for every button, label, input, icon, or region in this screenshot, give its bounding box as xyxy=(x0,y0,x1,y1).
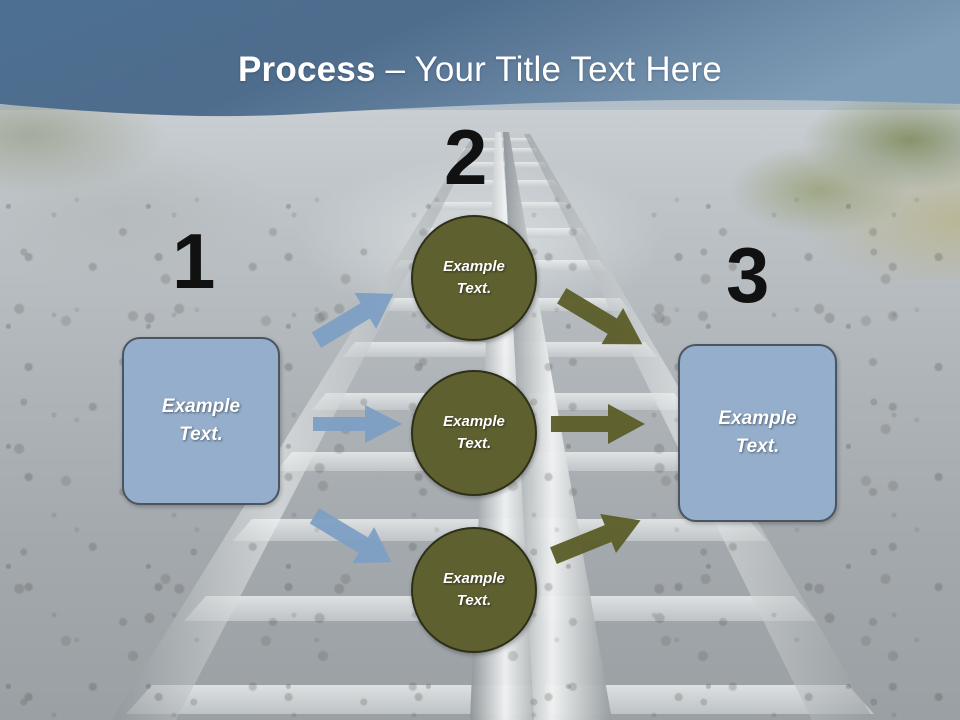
step-2-circle-top[interactable]: Example Text. xyxy=(411,215,537,341)
step-2-circle-middle-label-line2: Text. xyxy=(456,435,492,452)
step-2-circle-bottom-label-line2: Text. xyxy=(456,592,492,609)
slide-title: Process – Your Title Text Here xyxy=(0,50,960,90)
slide-title-rest: – Your Title Text Here xyxy=(375,50,722,89)
step-1-box-label-line2: Text. xyxy=(179,424,223,445)
header-banner: Process – Your Title Text Here xyxy=(0,0,960,140)
step-2-circle-bottom-label-line1: Example xyxy=(443,570,505,587)
arrow-blue-right xyxy=(310,400,405,448)
step-2-circle-bottom[interactable]: Example Text. xyxy=(411,527,537,653)
step-1-box-label-line1: Example xyxy=(161,396,241,417)
step-3-box[interactable]: Example Text. xyxy=(678,344,837,522)
step-2-circle-top-label: Example Text. xyxy=(443,256,505,300)
step-2-circle-top-label-line2: Text. xyxy=(456,280,492,297)
step-2-circle-middle-label-line1: Example xyxy=(443,413,505,430)
photo-left-embankment xyxy=(0,105,330,315)
slide-title-bold: Process xyxy=(238,50,376,89)
arrow-blue-down-right xyxy=(303,500,403,578)
step-1-box-label: Example Text. xyxy=(162,393,240,449)
step-3-box-label-line2: Text. xyxy=(735,436,780,457)
step-2-circle-middle[interactable]: Example Text. xyxy=(411,370,537,496)
step-3-box-label-line1: Example xyxy=(718,408,797,429)
banner-shape xyxy=(0,0,960,117)
step-number-2: 2 xyxy=(444,113,488,201)
arrow-blue-up-right xyxy=(305,280,405,355)
step-1-box[interactable]: Example Text. xyxy=(122,337,280,505)
step-2-circle-bottom-label: Example Text. xyxy=(443,568,505,612)
arrow-olive-up-right xyxy=(545,500,649,576)
arrow-olive-right xyxy=(548,400,648,448)
step-number-1: 1 xyxy=(172,217,216,305)
step-2-circle-middle-label: Example Text. xyxy=(443,411,505,455)
photo-right-vegetation xyxy=(660,100,960,280)
step-3-box-label: Example Text. xyxy=(718,405,796,461)
step-2-circle-top-label-line1: Example xyxy=(443,258,505,275)
arrow-olive-down-right xyxy=(550,282,654,358)
step-number-3: 3 xyxy=(726,231,770,319)
